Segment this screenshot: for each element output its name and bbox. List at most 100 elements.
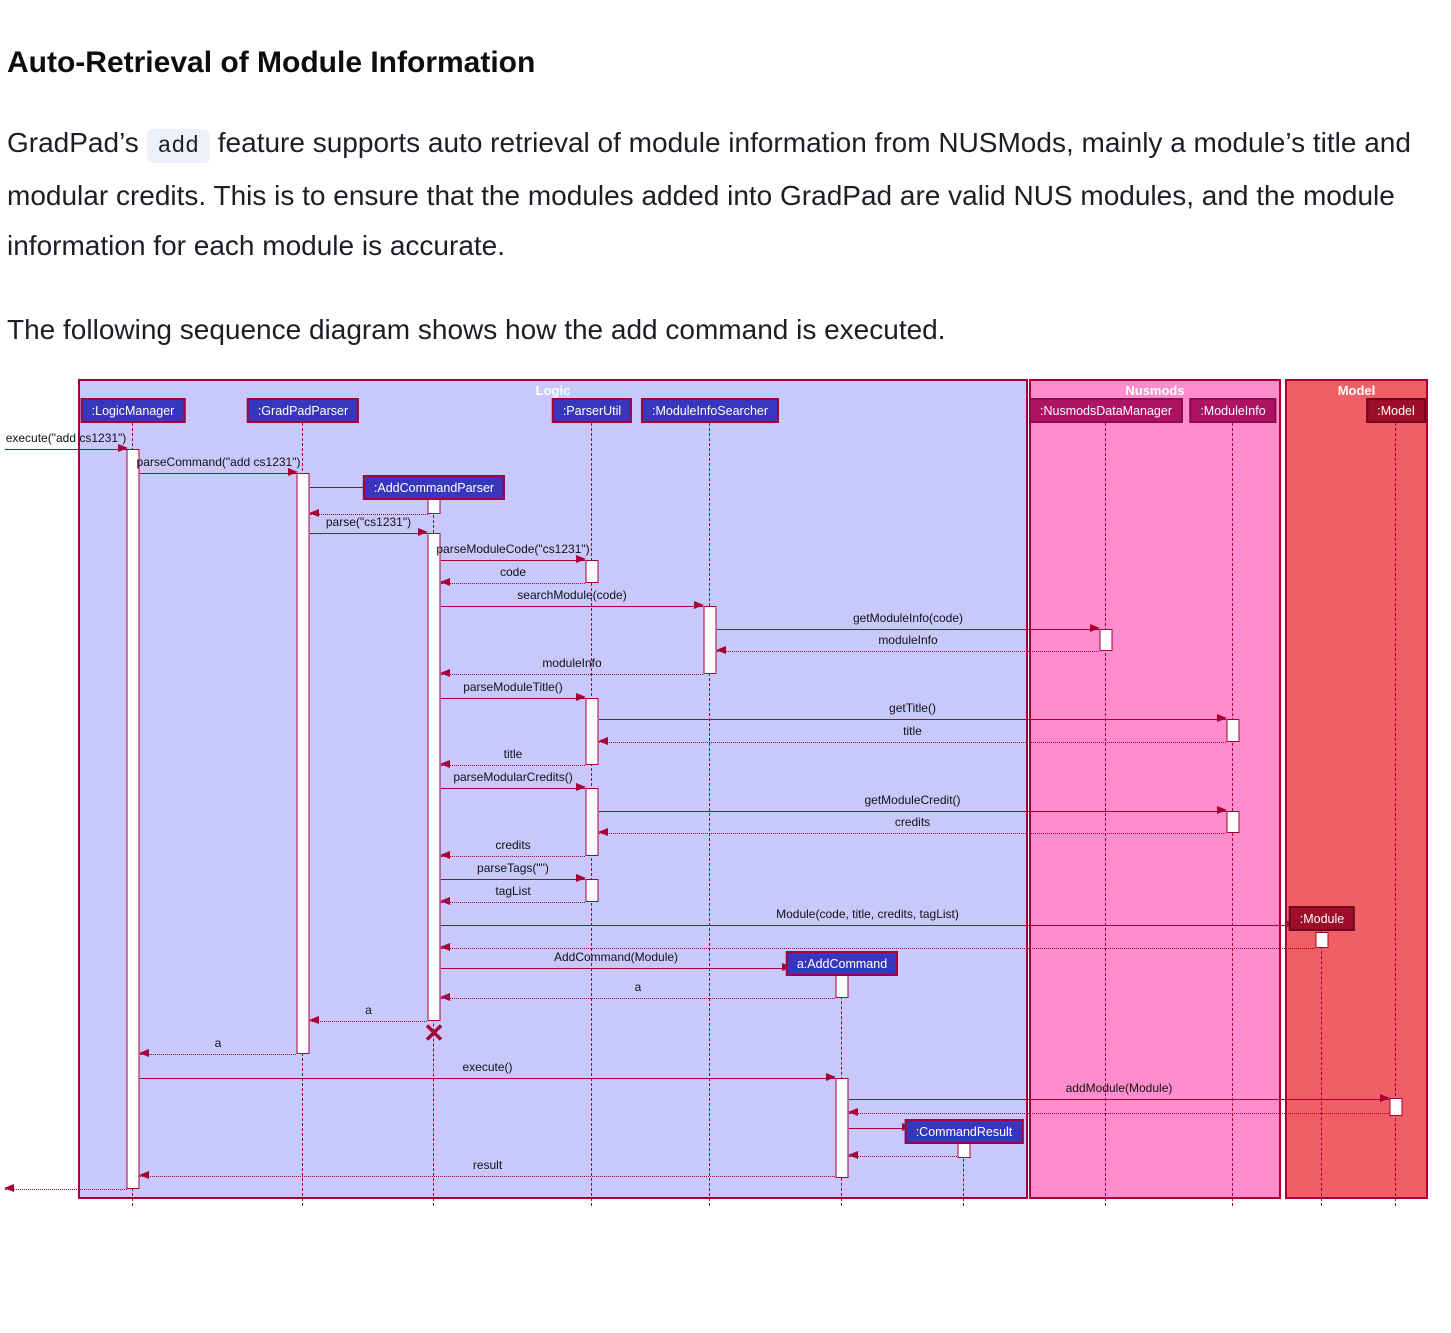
message-label: parseCommand("add cs1231") [136,455,301,469]
arrowhead-icon [139,1171,149,1180]
message-line [440,897,585,906]
frame-nusmods: Nusmods [1029,379,1281,1199]
activation-bar [957,1142,971,1158]
activation-bar [585,788,599,856]
frame-logic: Logic [78,379,1028,1199]
message-line [309,1016,427,1025]
lifeline-model [1395,423,1397,1206]
participant-logicmanager: :LogicManager [80,398,186,423]
message-label: AddCommand(Module) [553,950,679,964]
message-label: title [903,724,922,738]
arrowhead-icon [288,468,298,477]
message-line [310,528,428,537]
activation-bar [585,560,599,583]
destruction-x-icon: ✕ [423,1018,445,1048]
arrowhead-icon [848,1151,858,1160]
message-label: getModuleInfo(code) [852,611,964,625]
participant-addcommandparser: :AddCommandParser [362,475,506,500]
lifeline-commandresult [963,1144,965,1206]
message-line [309,509,428,518]
participant-model: :Model [1366,398,1426,423]
participant-moduleinfosearcher: :ModuleInfoSearcher [640,398,780,423]
message-line [848,1108,1389,1117]
message-line [140,1073,836,1082]
message-line [440,760,585,769]
message-label: credits [894,815,931,829]
activation-bar [1099,629,1113,651]
arrowhead-icon [4,1184,14,1193]
lifeline-nusmodsdatamanager [1105,423,1107,1206]
message-line [598,828,1226,837]
message-line [140,468,298,477]
message-line [441,601,704,610]
message-line [716,646,1099,655]
message-line [599,714,1227,723]
arrowhead-icon [826,1073,836,1082]
activation-bar [1226,811,1240,833]
arrowhead-icon [440,669,450,678]
arrowhead-icon [598,828,608,837]
arrowhead-icon [1380,1094,1390,1103]
message-label: addModule(Module) [1065,1081,1173,1095]
message-line [849,1094,1390,1103]
message-line [441,920,1295,929]
participant-aaddcommand: a:AddCommand [785,951,899,976]
message-label: parseModuleTitle() [463,680,563,694]
message-label: a [365,1003,372,1017]
message-label: a [214,1036,222,1050]
message-label: a [634,980,642,994]
message-label: getTitle() [889,701,936,715]
message-label: Module(code, title, credits, tagList) [776,907,959,921]
activation-bar [1315,932,1329,948]
arrowhead-icon [576,555,586,564]
arrowhead-icon [576,874,586,883]
arrowhead-icon [1217,714,1227,723]
activation-bar [703,606,717,674]
inline-code-add: add [146,129,210,163]
arrowhead-icon [139,1049,149,1058]
message-line [441,963,792,972]
arrowhead-icon [440,851,450,860]
message-label: tagList [495,884,531,898]
activation-bar [1226,719,1240,742]
message-line [139,1049,296,1058]
message-label: parseTags("") [477,861,549,875]
message-line [441,874,586,883]
arrowhead-icon [1217,806,1227,815]
activation-bar [427,499,441,514]
arrowhead-icon [440,993,450,1002]
arrowhead-icon [309,509,319,518]
arrowhead-icon [598,737,608,746]
message-line [599,806,1227,815]
participant-commandresult: :CommandResult [904,1119,1024,1144]
arrowhead-icon [440,760,450,769]
message-line [441,783,586,792]
arrowhead-icon [440,897,450,906]
arrowhead-icon [418,528,428,537]
arrowhead-icon [1090,624,1100,633]
arrowhead-icon [576,783,586,792]
activation-bar [835,974,849,998]
arrowhead-icon [576,693,586,702]
message-line [441,555,586,564]
arrowhead-icon [440,578,450,587]
message-label: code [499,565,527,579]
message-line [440,943,1315,952]
message-label: parseModularCredits() [453,770,573,784]
activation-bar [126,449,140,1189]
activation-bar [835,1078,849,1178]
message-label: parse("cs1231") [325,515,412,529]
frame-title-nusmods: Nusmods [1125,383,1185,398]
arrowhead-icon [716,646,726,655]
paragraph-text: feature supports auto retrieval of modul… [7,127,1411,261]
message-line [440,851,585,860]
message-label: searchModule(code) [517,588,627,602]
page-title: Auto-Retrieval of Module Information [7,46,536,79]
activation-bar [296,473,310,1054]
message-line [440,993,835,1002]
participant-module: :Module [1288,906,1356,931]
message-line [5,444,128,453]
message-line [598,737,1226,746]
message-label: execute() [462,1060,513,1074]
